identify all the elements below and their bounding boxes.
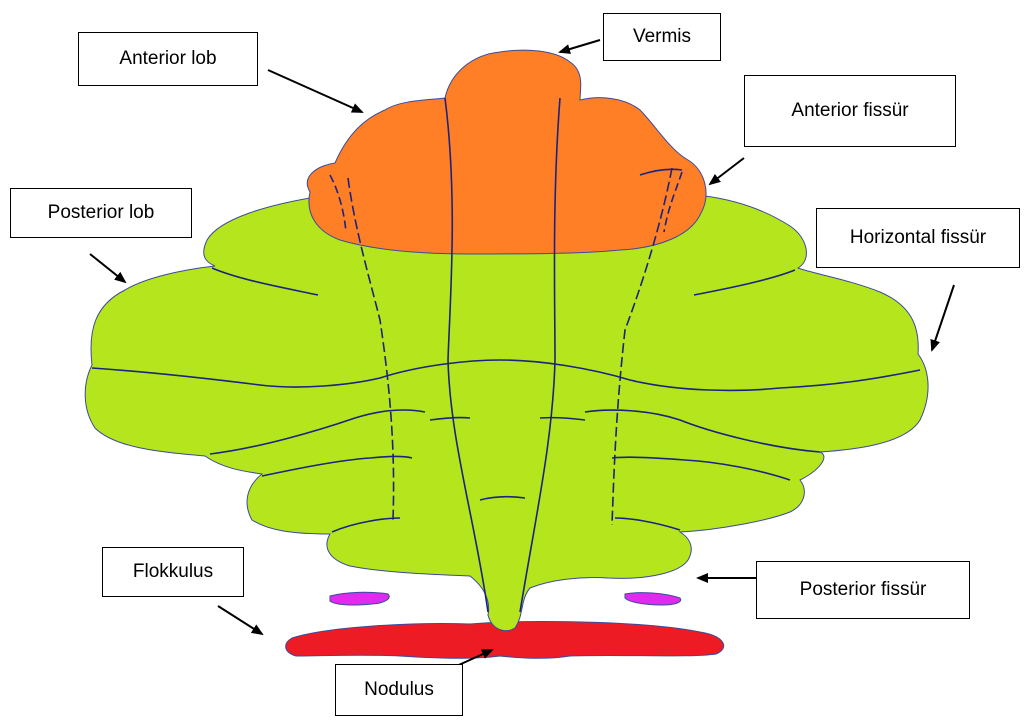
label-anterior-lob: Anterior lob <box>78 32 258 86</box>
flocculus-left-shape <box>330 592 389 605</box>
label-anterior-fissur: Anterior fissür <box>744 75 956 147</box>
anterior-lob-arrow <box>268 70 362 112</box>
label-nodulus: Nodulus <box>335 664 463 716</box>
anterior-fissur-arrow <box>710 158 744 184</box>
anterior-lobe-shape <box>307 50 706 254</box>
label-posterior-fissur: Posterior fissür <box>756 561 970 619</box>
posterior-lob-arrow <box>90 254 125 282</box>
label-horizontal-fissur: Horizontal fissür <box>816 208 1020 268</box>
flocculus-right-shape <box>625 593 681 605</box>
label-vermis: Vermis <box>603 13 721 61</box>
label-posterior-lob: Posterior lob <box>10 188 192 238</box>
label-flokkulus: Flokkulus <box>102 547 244 597</box>
horizontal-fissur-arrow <box>932 285 954 350</box>
vermis-arrow <box>560 40 600 52</box>
flokkulus-arrow <box>218 606 262 634</box>
